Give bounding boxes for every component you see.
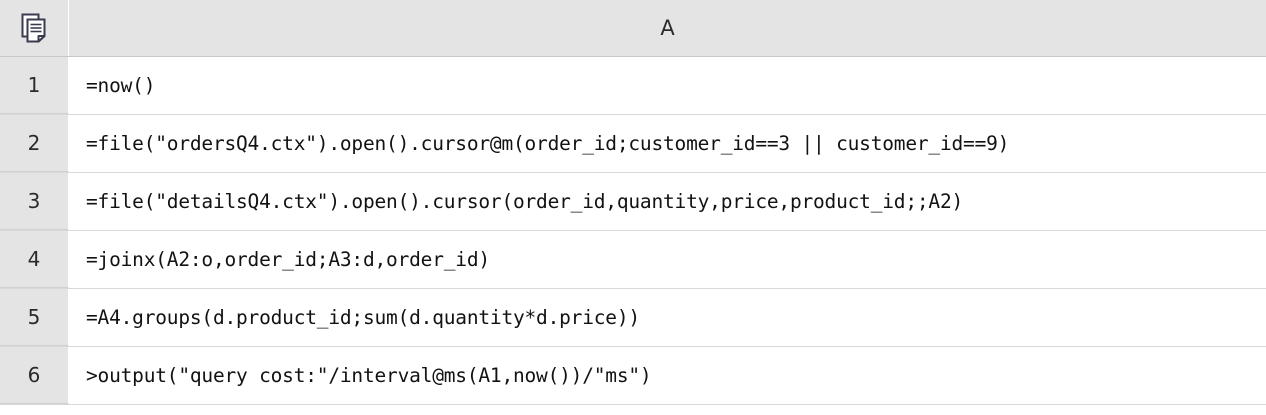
table-row: 3 =file("detailsQ4.ctx").open().cursor(o… bbox=[0, 173, 1266, 231]
cell-a6[interactable]: >output("query cost:"/interval@ms(A1,now… bbox=[69, 347, 1266, 404]
table-row: 6 >output("query cost:"/interval@ms(A1,n… bbox=[0, 347, 1266, 405]
table-row: 2 =file("ordersQ4.ctx").open().cursor@m(… bbox=[0, 115, 1266, 173]
row-header-5[interactable]: 5 bbox=[0, 289, 69, 346]
row-header-4[interactable]: 4 bbox=[0, 231, 69, 288]
cell-a1[interactable]: =now() bbox=[69, 57, 1266, 114]
table-row: 5 =A4.groups(d.product_id;sum(d.quantity… bbox=[0, 289, 1266, 347]
column-header-row: A bbox=[0, 0, 1266, 57]
row-header-2[interactable]: 2 bbox=[0, 115, 69, 172]
copy-pages-icon bbox=[21, 13, 47, 43]
table-row: 1 =now() bbox=[0, 57, 1266, 115]
cell-a4[interactable]: =joinx(A2:o,order_id;A3:d,order_id) bbox=[69, 231, 1266, 288]
row-header-6[interactable]: 6 bbox=[0, 347, 69, 404]
column-header-a[interactable]: A bbox=[69, 0, 1266, 56]
table-row: 4 =joinx(A2:o,order_id;A3:d,order_id) bbox=[0, 231, 1266, 289]
cell-a5[interactable]: =A4.groups(d.product_id;sum(d.quantity*d… bbox=[69, 289, 1266, 346]
cell-a2[interactable]: =file("ordersQ4.ctx").open().cursor@m(or… bbox=[69, 115, 1266, 172]
grid-rows: 1 =now() 2 =file("ordersQ4.ctx").open().… bbox=[0, 57, 1266, 415]
select-all-corner-cell[interactable] bbox=[0, 0, 69, 56]
cell-a3[interactable]: =file("detailsQ4.ctx").open().cursor(ord… bbox=[69, 173, 1266, 230]
row-header-3[interactable]: 3 bbox=[0, 173, 69, 230]
row-header-1[interactable]: 1 bbox=[0, 57, 69, 114]
